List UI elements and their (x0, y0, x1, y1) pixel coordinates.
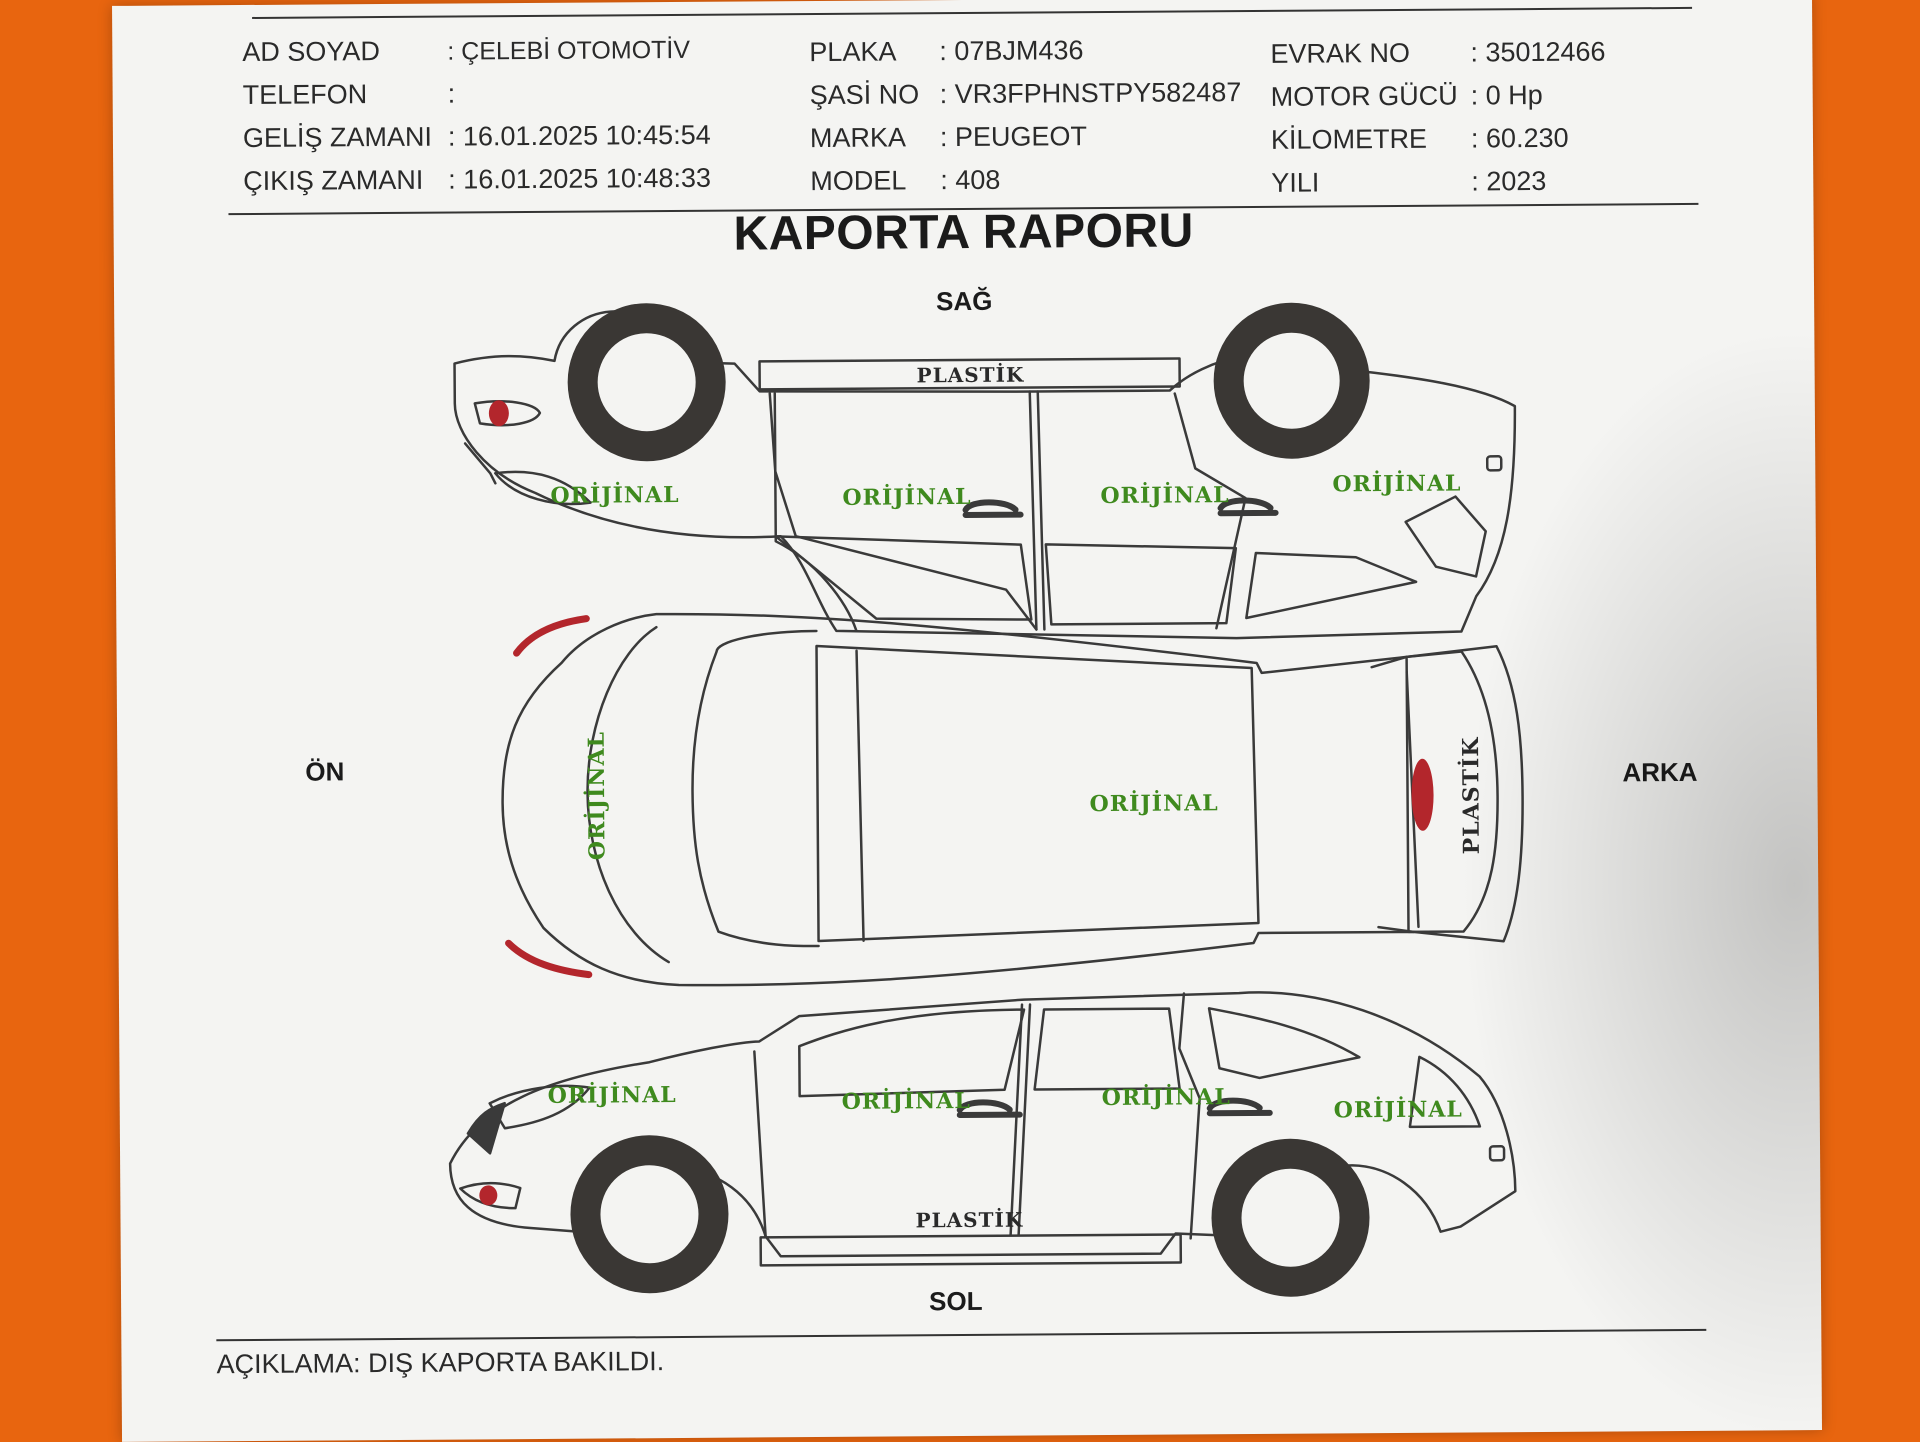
right-front-fender-label: ORİJİNAL (550, 481, 680, 509)
front-right-corner-marker (513, 615, 590, 657)
right-roof-rail-label: PLASTİK (916, 362, 1025, 388)
right-front-lamp-marker (488, 400, 509, 427)
hood-label: ORİJİNAL (583, 730, 611, 861)
direction-front-label: ÖN (305, 756, 345, 787)
left-front-fender-label: ORİJİNAL (547, 1082, 677, 1109)
top-view (501, 612, 1524, 987)
car-body-diagram (448, 302, 1524, 1297)
front-left-corner-marker (505, 939, 593, 979)
right-rear-fender-label: ORİJİNAL (1332, 470, 1462, 498)
right-front-door-label: ORİJİNAL (842, 483, 972, 511)
direction-rear-label: ARKA (1622, 756, 1698, 788)
right-rear-door-label: ORİJİNAL (1100, 482, 1230, 510)
left-front-lamp-marker (479, 1185, 498, 1206)
description-text: AÇIKLAMA: DIŞ KAPORTA BAKILDI. (216, 1346, 665, 1380)
direction-left-label: SOL (928, 1285, 983, 1317)
roof-label: ORİJİNAL (1089, 790, 1219, 818)
tailgate-label: PLASTİK (1458, 736, 1485, 855)
left-sill-label: PLASTİK (915, 1207, 1024, 1233)
report-sheet: AD SOYAD: ÇELEBİ OTOMOTİV TELEFON: GELİŞ… (112, 0, 1823, 1442)
rear-lamp-marker (1411, 758, 1434, 831)
left-rear-fender-label: ORİJİNAL (1333, 1096, 1463, 1124)
left-side-view (448, 991, 1517, 1297)
direction-right-label: SAĞ (935, 285, 993, 317)
left-front-door-label: ORİJİNAL (841, 1087, 971, 1115)
right-side-view (453, 302, 1517, 640)
left-rear-door-label: ORİJİNAL (1101, 1084, 1231, 1112)
